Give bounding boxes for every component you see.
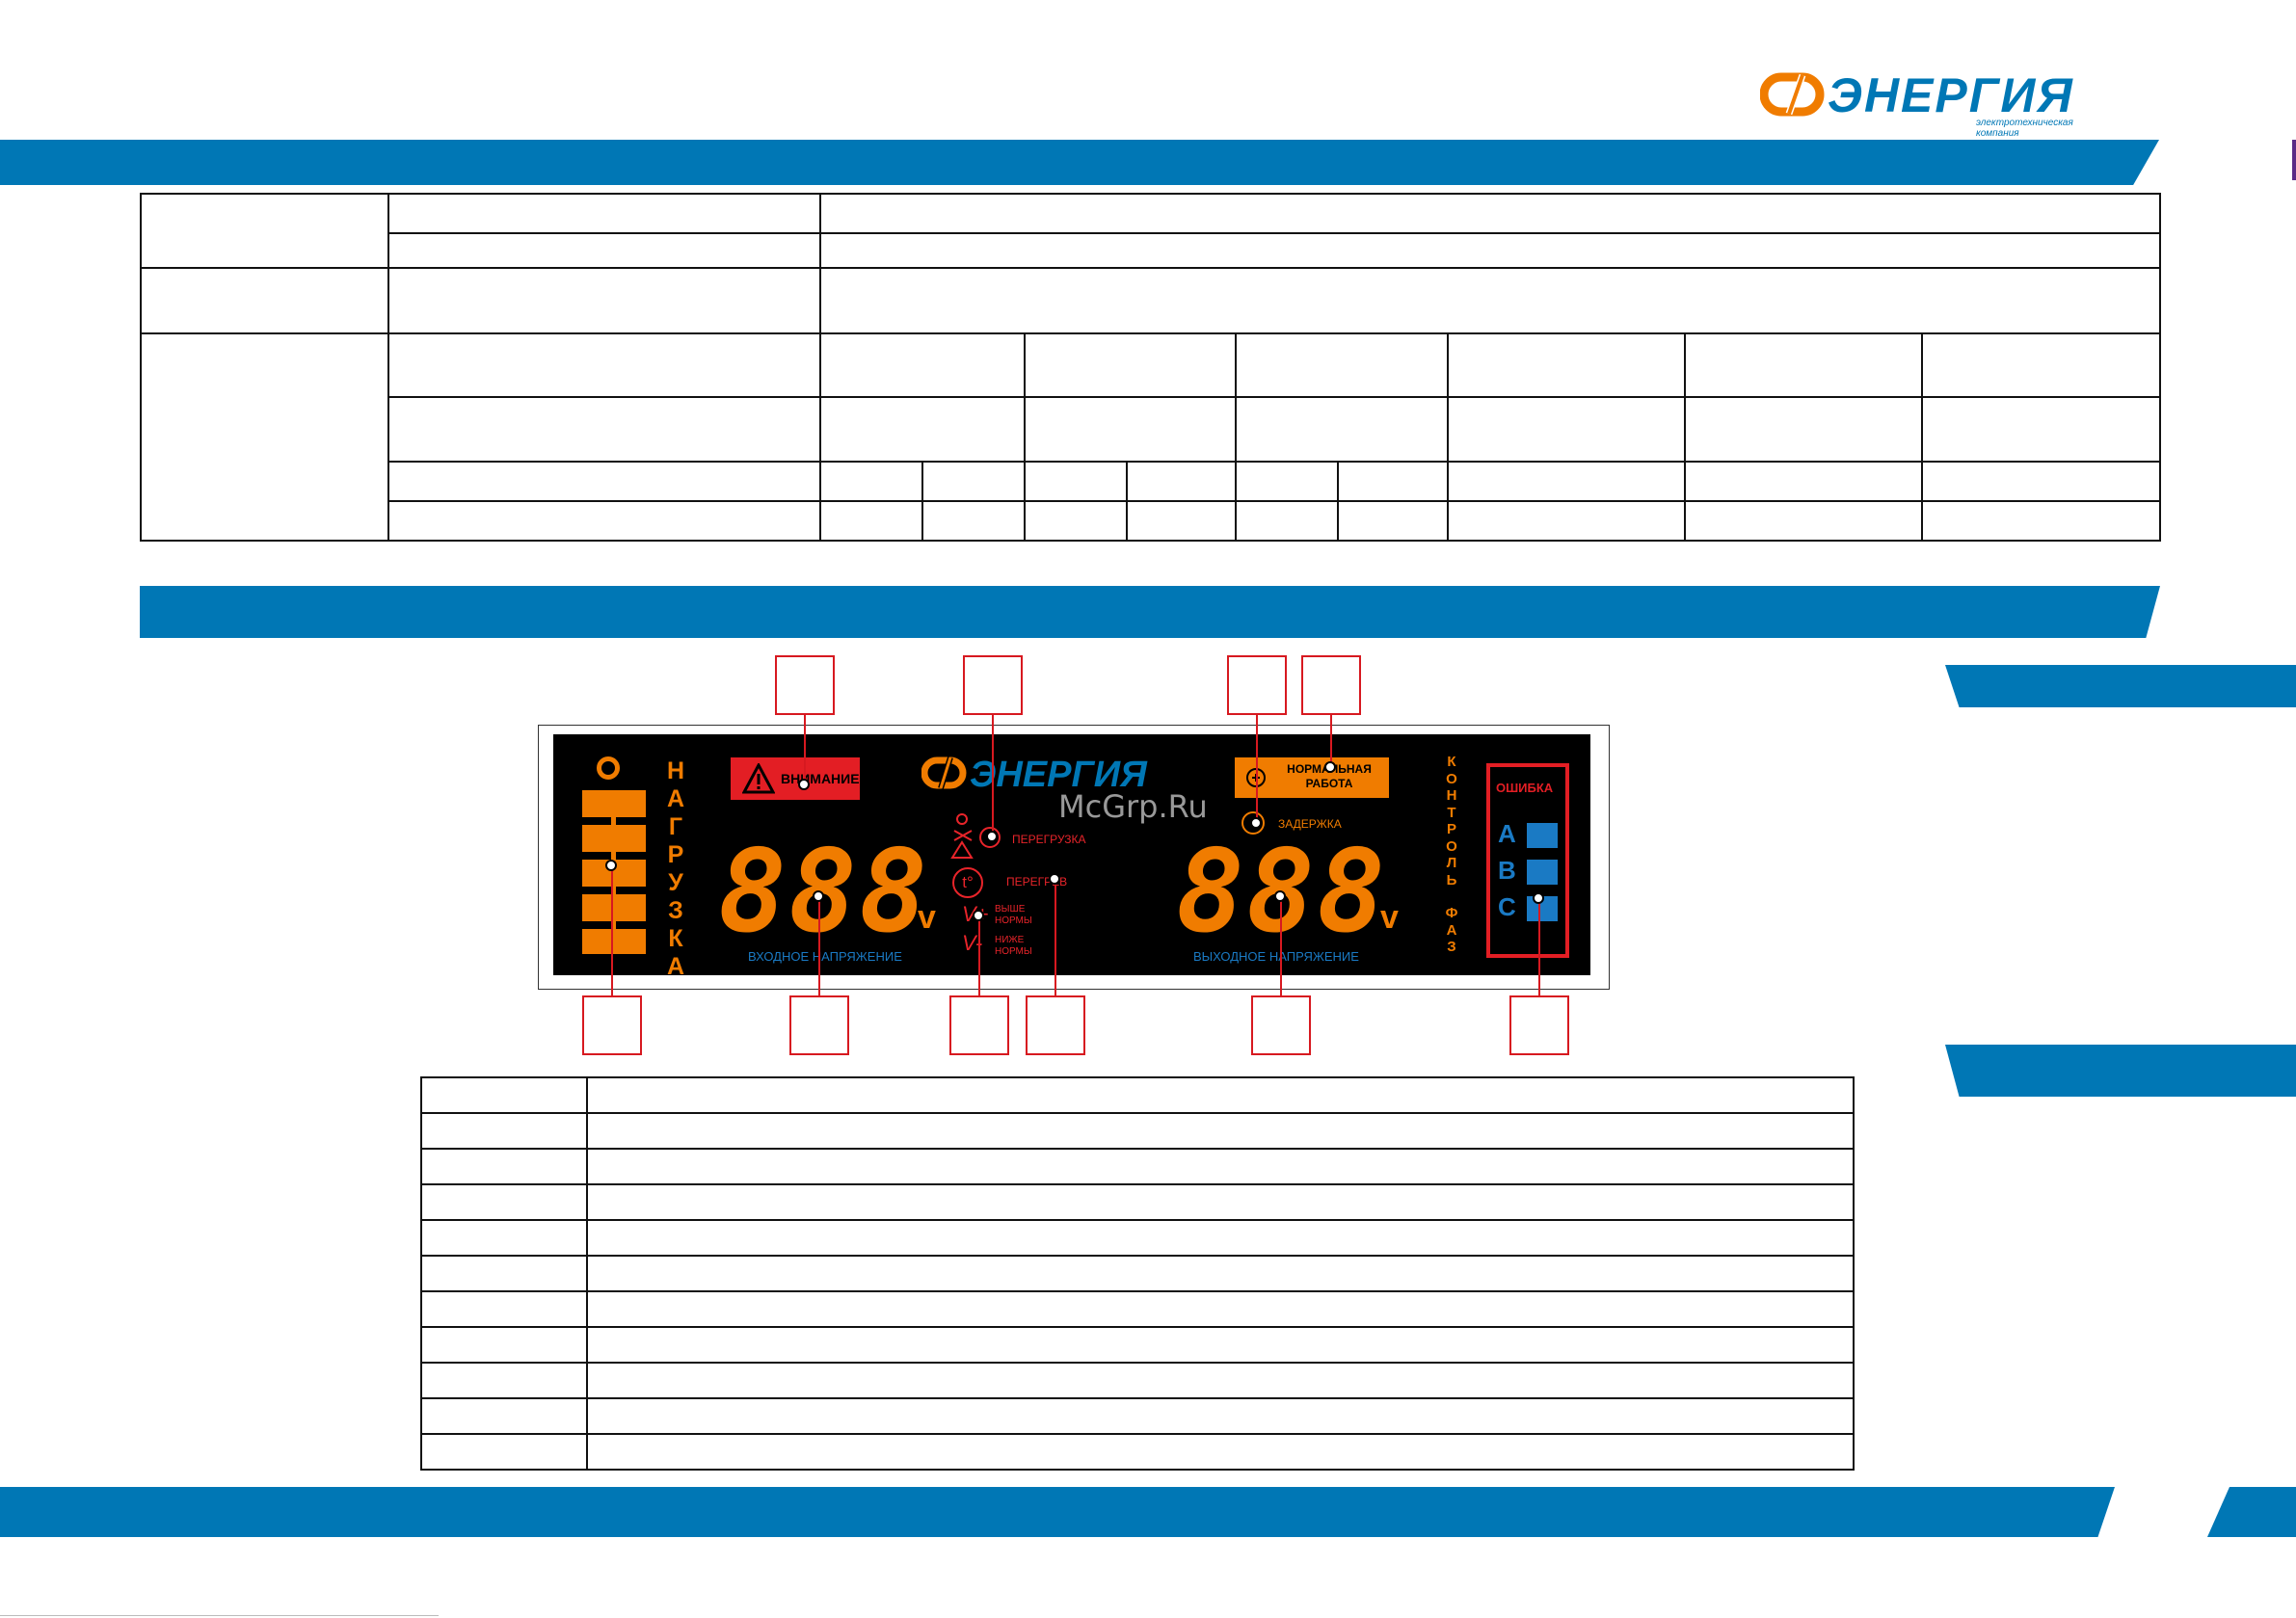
phase-a-label: A (1498, 819, 1516, 848)
pointer-dot (813, 890, 824, 902)
attention-label: ВНИМАНИЕ (781, 771, 860, 786)
pointer-dot (798, 779, 810, 790)
error-indicator: ОШИБКА A B C (1486, 763, 1569, 958)
side-tab (1945, 1045, 2296, 1097)
overload-lamp-icon (979, 827, 1001, 848)
pointer-dot (973, 910, 984, 921)
normal-operation-indicator: НОРМАЛЬНАЯ РАБОТА (1235, 757, 1389, 798)
load-ring-icon (597, 756, 620, 780)
overload-label: ПЕРЕГРУЗКА (1012, 833, 1086, 846)
svg-text:ЭНЕРГИЯ: ЭНЕРГИЯ (1828, 68, 2074, 122)
callout-box (963, 655, 1023, 715)
legend-table (420, 1076, 1855, 1471)
callout-box (1227, 655, 1287, 715)
pointer-dot (1250, 817, 1262, 829)
input-voltage-caption: ВХОДНОЕ НАПРЯЖЕНИЕ (748, 949, 902, 964)
leader-line (611, 865, 613, 995)
pointer-dot (1274, 890, 1286, 902)
table-row (141, 396, 2162, 463)
phase-a-indicator (1527, 823, 1558, 848)
brand-logo: ЭНЕРГИЯ электротехническая компания (1759, 67, 2107, 139)
table-row (141, 461, 2162, 502)
leader-line (804, 715, 806, 782)
leader-line (1280, 896, 1282, 995)
table-row (140, 332, 2162, 542)
leader-line (978, 915, 980, 995)
table-row (420, 1219, 1855, 1257)
callout-box (949, 995, 1009, 1055)
table-row (420, 1148, 1855, 1185)
bottom-rule (0, 1615, 439, 1616)
input-voltage-digits: 888 (718, 825, 930, 958)
side-tab (1945, 665, 2296, 707)
phase-b-indicator (1527, 860, 1558, 885)
voltage-low-icon: V- (962, 931, 983, 955)
table-row (140, 193, 2162, 269)
error-title: ОШИБКА (1496, 781, 1554, 795)
callout-box (1251, 995, 1311, 1055)
load-bar-stack (582, 790, 646, 954)
table-row (420, 1290, 1855, 1328)
callout-box (789, 995, 849, 1055)
leader-line (818, 896, 820, 995)
table-row (140, 267, 2162, 334)
below-norm-label: НИЖЕ НОРМЫ (995, 935, 1032, 957)
above-norm-label: ВЫШЕ НОРМЫ (995, 904, 1032, 926)
footer-band (0, 1487, 2115, 1537)
callout-box (1509, 995, 1569, 1055)
footer-page-tab (2207, 1487, 2296, 1537)
header-edge-marker (2292, 140, 2296, 180)
thermometer-icon: t° (952, 867, 983, 898)
table-row (141, 232, 2162, 269)
output-voltage-caption: ВЫХОДНОЕ НАПРЯЖЕНИЕ (1193, 949, 1359, 964)
section-band (140, 586, 2160, 638)
warning-icon (742, 763, 775, 794)
pointer-dot (1049, 873, 1060, 885)
table-row (420, 1362, 1855, 1399)
pointer-dot (1324, 761, 1336, 773)
callout-box (582, 995, 642, 1055)
callout-box (775, 655, 835, 715)
callout-box (1026, 995, 1085, 1055)
leader-line (1256, 715, 1258, 823)
svg-text:ЭНЕРГИЯ: ЭНЕРГИЯ (970, 755, 1148, 795)
attention-indicator: ВНИМАНИЕ (731, 757, 860, 800)
output-volt-unit: v (1380, 899, 1399, 936)
spec-table (140, 193, 2162, 542)
table-row (420, 1397, 1855, 1435)
watermark: McGrp.Ru (1058, 788, 1208, 825)
leader-line (992, 715, 994, 836)
brand-tagline: электротехническая компания (1976, 118, 2073, 139)
panel-logo-icon: ЭНЕРГИЯ (921, 755, 1148, 795)
pointer-dot (986, 831, 998, 842)
table-row (420, 1326, 1855, 1364)
logo-mark-icon: ЭНЕРГИЯ (1759, 68, 2074, 122)
display-panel (553, 734, 1590, 975)
phase-b-label: B (1498, 856, 1516, 885)
leader-line (1055, 879, 1056, 995)
delay-label: ЗАДЕРЖКА (1278, 817, 1342, 831)
table-row (141, 500, 2162, 542)
table-row (420, 1076, 1855, 1114)
leader-line (1330, 715, 1332, 765)
table-row (420, 1112, 1855, 1150)
phase-c-label: C (1498, 892, 1516, 921)
table-row (420, 1255, 1855, 1292)
pointer-dot (605, 860, 617, 871)
overload-icon (950, 813, 974, 859)
callout-box (1301, 655, 1361, 715)
pointer-dot (1533, 892, 1544, 904)
leader-line (1538, 898, 1540, 995)
delay-lamp-icon (1241, 811, 1265, 835)
header-band (0, 140, 2159, 185)
table-row (420, 1183, 1855, 1221)
input-volt-unit: v (918, 899, 936, 936)
table-row (420, 1433, 1855, 1471)
